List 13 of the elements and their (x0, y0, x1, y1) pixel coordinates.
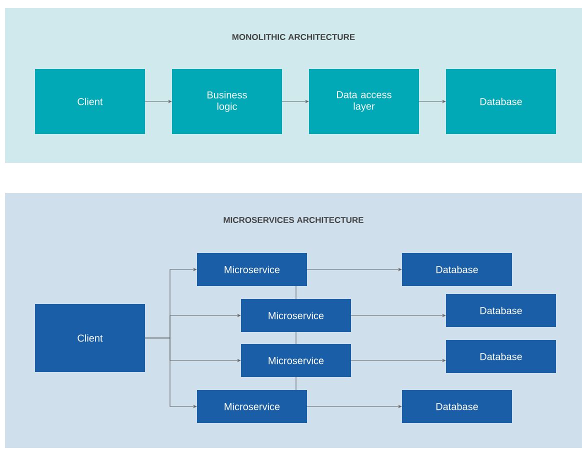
process-box: Database (446, 340, 556, 373)
process-box: Data access layer (309, 69, 419, 134)
process-box: Microservice (241, 344, 351, 377)
process-box: Client (35, 304, 145, 372)
process-box: Database (402, 390, 512, 423)
process-box: Database (446, 294, 556, 327)
process-box: Microservice (197, 253, 307, 286)
process-box: Microservice (241, 299, 351, 332)
process-box: Database (446, 69, 556, 134)
process-box: Microservice (197, 390, 307, 423)
process-box: Database (402, 253, 512, 286)
process-box: Client (35, 69, 145, 134)
process-box: Business logic (172, 69, 282, 134)
